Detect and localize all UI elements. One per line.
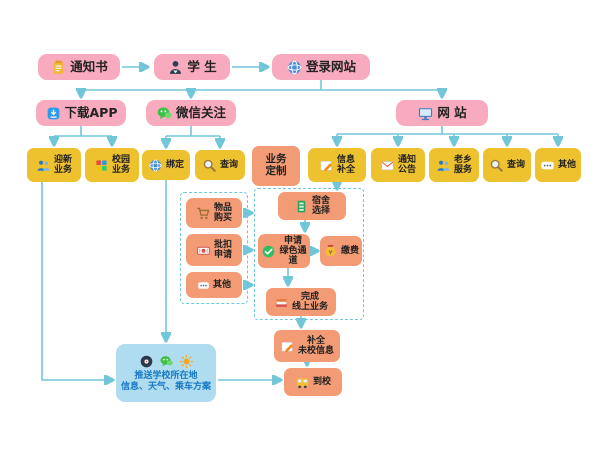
mail-icon <box>380 158 395 173</box>
cart-icon <box>196 206 211 221</box>
node-label: 网 站 <box>437 105 467 120</box>
magnifier-icon <box>202 158 217 173</box>
node-goods-purchase: 物品 购买 <box>186 198 242 228</box>
node-complete-unverified-info: 补全 未校信息 <box>274 330 340 362</box>
green-channel-icon <box>261 244 276 259</box>
node-site-query: 查询 <box>483 148 531 182</box>
node-label: 查询 <box>506 159 525 170</box>
node-site-other: 其他 <box>535 148 581 182</box>
node-hometown-service: 老乡 服务 <box>429 148 479 182</box>
node-label: 完成 线上业务 <box>291 291 328 312</box>
node-welcome-business: 迎新 业务 <box>27 148 81 182</box>
node-bind: 绑定 <box>142 150 190 180</box>
node-batch-deduction: 批扣 申请 <box>186 234 242 266</box>
people-icon <box>36 158 51 173</box>
push-info-icons <box>139 354 194 369</box>
node-wechat-query: 查询 <box>195 150 245 180</box>
dorm-icon <box>294 199 309 214</box>
node-label: 下载APP <box>64 105 118 120</box>
node-download-app: 下载APP <box>36 100 126 126</box>
node-push-local-info: 推送学校所在地 信息、天气、乘车方案 <box>116 344 216 402</box>
node-label: 学 生 <box>187 59 217 74</box>
node-pay-fee: 缴费 <box>320 236 362 266</box>
wechat-icon <box>156 105 173 122</box>
ellipsis-icon <box>540 158 555 173</box>
card-icon <box>196 243 211 258</box>
node-label: 绑定 <box>165 159 184 170</box>
node-dorm-selection: 宿舍 选择 <box>278 192 346 220</box>
node-website: 网 站 <box>396 100 488 126</box>
online-business-group <box>254 188 364 320</box>
node-label: 到校 <box>312 376 331 387</box>
node-wechat-follow: 微信关注 <box>146 100 236 126</box>
school-bus-icon <box>295 375 310 390</box>
books-icon <box>274 295 289 310</box>
node-label: 登录网站 <box>305 59 356 74</box>
moneybag-icon <box>323 244 338 259</box>
app-icon <box>139 354 154 369</box>
node-label: 补全 未校信息 <box>297 335 334 356</box>
node-student: 学 生 <box>154 54 230 80</box>
node-label: 微信关注 <box>175 105 226 120</box>
node-label: 批扣 申请 <box>213 239 232 260</box>
node-label: 信息 补全 <box>336 154 355 175</box>
magnifier-icon <box>489 158 504 173</box>
node-label: 物品 购买 <box>213 202 232 223</box>
edit-icon <box>280 339 295 354</box>
node-label: 缴费 <box>341 245 360 256</box>
node-other-services: 其他 <box>186 272 242 298</box>
ellipsis-icon <box>197 279 210 292</box>
people-icon <box>436 158 451 173</box>
node-notice-letter: 通知书 <box>38 54 120 80</box>
node-login-website: 登录网站 <box>272 54 370 80</box>
student-icon <box>167 59 184 76</box>
node-label: 查询 <box>219 159 238 170</box>
node-green-channel: 申请 绿色通道 <box>258 234 310 268</box>
node-label: 宿舍 选择 <box>311 195 330 216</box>
node-label: 通知 公告 <box>397 154 416 175</box>
globe-icon <box>148 158 163 173</box>
node-label: 业务 定制 <box>265 153 287 177</box>
node-label: 老乡 服务 <box>453 154 472 175</box>
node-notice-announcements: 通知 公告 <box>371 148 425 182</box>
node-label: 推送学校所在地 信息、天气、乘车方案 <box>120 371 211 392</box>
node-label: 校园 业务 <box>111 154 130 175</box>
app-download-icon <box>45 105 62 122</box>
node-campus-business: 校园 业务 <box>85 148 139 182</box>
node-label: 其他 <box>557 159 576 170</box>
globe-icon <box>286 59 303 76</box>
weather-icon <box>179 354 194 369</box>
wechat-icon <box>159 354 174 369</box>
node-label: 申请 绿色通道 <box>279 235 307 267</box>
monitor-icon <box>417 105 434 122</box>
node-label: 其他 <box>212 279 231 290</box>
node-label: 通知书 <box>70 59 108 74</box>
node-finish-online-business: 完成 线上业务 <box>266 288 336 316</box>
campus-icon <box>94 158 109 173</box>
node-label: 迎新 业务 <box>53 154 72 175</box>
node-arrive-at-school: 到校 <box>284 368 342 396</box>
document-icon <box>50 59 67 76</box>
node-info-completion: 信息 补全 <box>308 148 366 182</box>
edit-icon <box>319 158 334 173</box>
node-business-customization: 业务 定制 <box>252 146 300 186</box>
